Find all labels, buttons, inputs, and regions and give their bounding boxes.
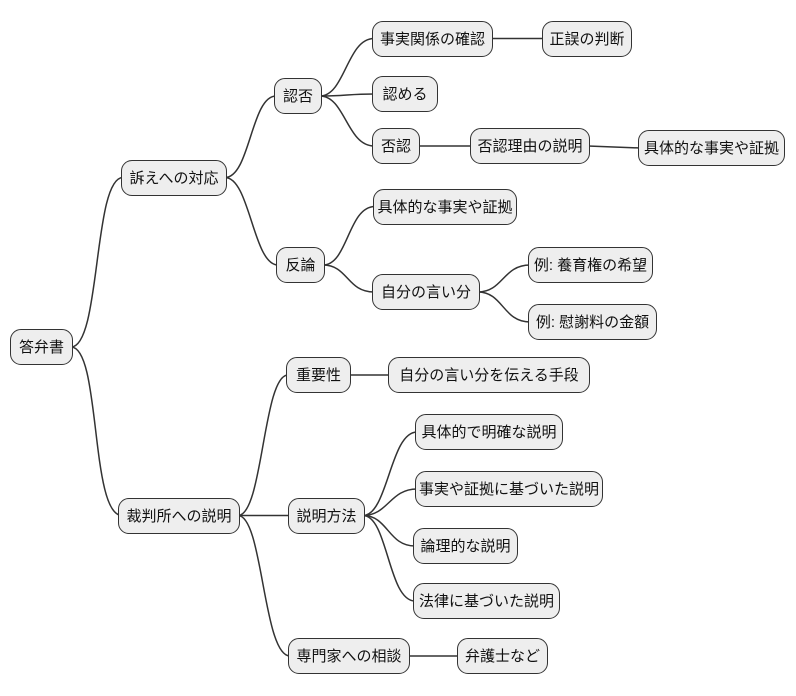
edge-response-to-counterargument: [224, 176, 279, 266]
node-court-explanation: 裁判所への説明: [118, 498, 240, 534]
node-explanation-method: 説明方法: [288, 498, 365, 534]
node-example-compensation: 例: 慰謝料の金額: [528, 304, 657, 340]
node-concrete-evidence-1: 具体的な事実や証拠: [638, 130, 785, 166]
node-admission-denial: 認否: [274, 78, 322, 114]
edge-counterargument-to-own-claims: [322, 264, 375, 293]
edge-counterargument-to-evidence: [322, 205, 376, 266]
node-concrete-evidence-2: 具体的な事実や証拠: [373, 189, 517, 225]
node-own-claims: 自分の言い分: [372, 274, 480, 310]
edge-method-to-logical: [362, 514, 416, 547]
edge-own-claims-to-compensation: [477, 291, 531, 323]
edge-denial-reason-to-evidence: [587, 145, 641, 149]
edge-court-to-importance: [237, 374, 289, 517]
edge-admission-to-deny: [319, 95, 375, 147]
node-law-based-explanation: 法律に基づいた説明: [413, 583, 560, 619]
edge-method-to-clear: [362, 431, 418, 517]
node-denial-reason: 否認理由の説明: [470, 128, 590, 164]
edge-court-to-expert: [237, 514, 291, 657]
node-response-to-suit: 訴えへの対応: [121, 160, 227, 196]
node-lawyer-etc: 弁護士など: [457, 638, 548, 674]
node-deny: 否認: [372, 128, 420, 164]
node-clear-explanation: 具体的で明確な説明: [415, 414, 563, 450]
node-example-custody: 例: 養育権の希望: [528, 247, 653, 283]
edge-root-to-response: [70, 176, 124, 348]
node-correctness-judgment: 正誤の判断: [542, 21, 632, 57]
node-fact-check: 事実関係の確認: [372, 21, 493, 57]
node-means-to-convey: 自分の言い分を伝える手段: [388, 357, 590, 393]
edge-response-to-admission-denial: [224, 95, 277, 179]
node-admit: 認める: [372, 76, 438, 112]
edge-own-claims-to-custody: [477, 264, 531, 293]
edge-admission-to-fact-check: [319, 37, 375, 97]
node-root-answer: 答弁書: [10, 329, 73, 365]
edge-method-to-law-based: [362, 514, 416, 602]
edge-admission-to-admit: [319, 93, 375, 97]
node-importance: 重要性: [286, 357, 351, 393]
node-fact-based-explanation: 事実や証拠に基づいた説明: [415, 471, 603, 507]
node-logical-explanation: 論理的な説明: [413, 528, 518, 564]
node-counterargument: 反論: [276, 247, 325, 283]
edge-method-to-fact-based: [362, 488, 418, 517]
node-expert-consultation: 専門家への相談: [288, 638, 410, 674]
edge-root-to-court-explanation: [70, 346, 123, 517]
